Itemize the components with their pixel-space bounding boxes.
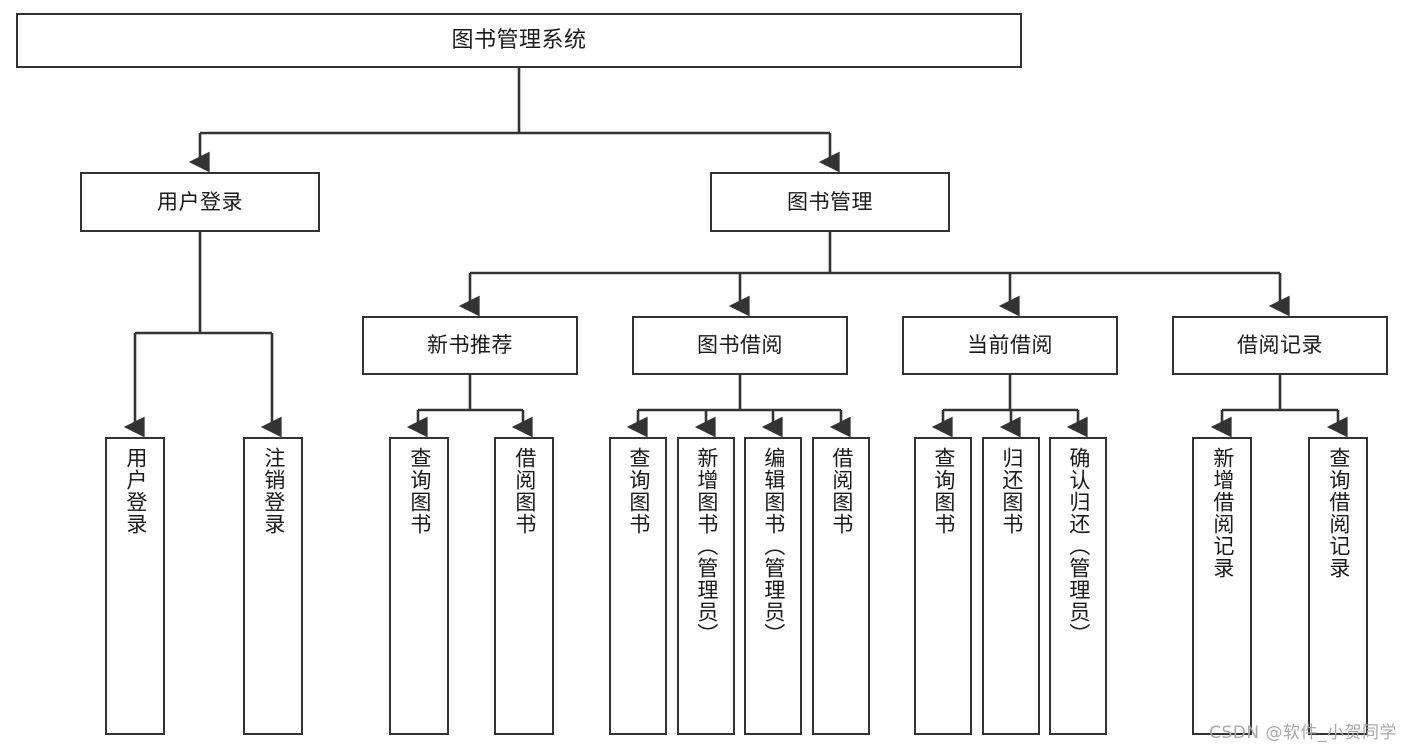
node-book-management[interactable]: 图书管理 [710,172,950,232]
leaf-current-confirm-return[interactable]: 确认归还（管理员） [1049,437,1107,735]
node-borrow-record[interactable]: 借阅记录 [1172,316,1388,375]
node-label: 查询借阅记录 [1326,447,1351,579]
leaf-current-return-book[interactable]: 归还图书 [982,437,1040,735]
leaf-borrow-edit-book[interactable]: 编辑图书（管理员） [744,437,802,735]
node-label: 新书推荐 [427,333,513,358]
leaf-borrow-query-book[interactable]: 查询图书 [609,437,667,735]
leaf-user-login[interactable]: 用户登录 [105,437,165,735]
node-book-borrow[interactable]: 图书借阅 [632,316,848,375]
node-label: 编辑图书（管理员） [761,447,786,645]
node-label: 查询图书 [407,447,432,535]
node-label: 注销登录 [261,447,286,535]
node-label: 用户登录 [123,447,148,535]
node-label: 新增借阅记录 [1210,447,1235,579]
leaf-recommend-query-book[interactable]: 查询图书 [389,437,449,735]
node-label: 当前借阅 [967,333,1053,358]
leaf-record-query[interactable]: 查询借阅记录 [1308,437,1368,735]
node-label: 新增图书（管理员） [694,447,719,645]
csdn-watermark: CSDN @软件_小贺同学 [1209,723,1397,743]
node-label: 图书管理 [787,189,873,214]
node-label: 图书借阅 [697,333,783,358]
leaf-current-query-book[interactable]: 查询图书 [914,437,972,735]
leaf-borrow-add-book[interactable]: 新增图书（管理员） [677,437,735,735]
node-label: 查询图书 [931,447,956,535]
node-user-login[interactable]: 用户登录 [80,172,320,232]
node-label: 借阅图书 [829,447,854,535]
node-label: 查询图书 [626,447,651,535]
node-label: 确认归还（管理员） [1066,447,1091,645]
node-label: 图书管理系统 [451,27,587,53]
node-label: 归还图书 [999,447,1024,535]
node-root-system[interactable]: 图书管理系统 [16,13,1022,68]
leaf-logout[interactable]: 注销登录 [243,437,303,735]
node-current-borrow[interactable]: 当前借阅 [902,316,1118,375]
leaf-recommend-borrow-book[interactable]: 借阅图书 [494,437,554,735]
node-label: 用户登录 [157,189,243,214]
node-new-book-recommend[interactable]: 新书推荐 [362,316,578,375]
leaf-borrow-borrow-book[interactable]: 借阅图书 [812,437,870,735]
leaf-record-add[interactable]: 新增借阅记录 [1192,437,1252,735]
node-label: 借阅图书 [512,447,537,535]
node-label: 借阅记录 [1237,333,1323,358]
